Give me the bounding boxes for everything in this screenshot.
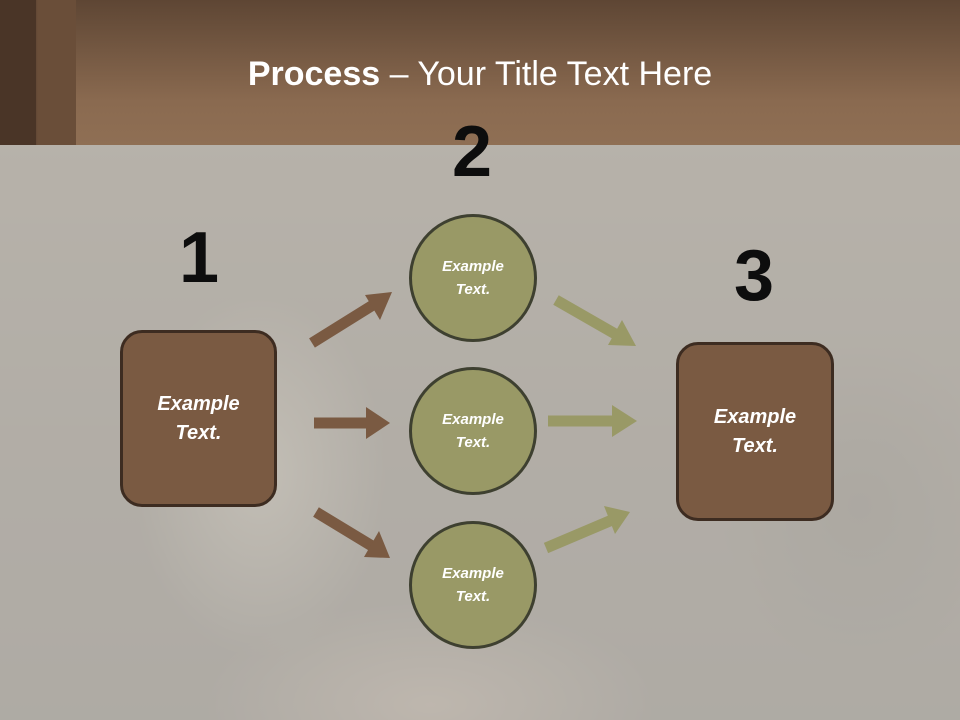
step-number-3: 3: [733, 236, 775, 316]
circle-middle-label: Example Text.: [442, 411, 504, 451]
circle-bottom-label: Example Text.: [442, 565, 504, 605]
circle-top: Example Text.: [409, 214, 537, 342]
arrow-to-bottom-circle: [313, 507, 390, 558]
arrow-to-top-circle: [309, 292, 392, 348]
title-rest: – Your Title Text Here: [380, 55, 713, 93]
title-bold: Process: [247, 55, 381, 93]
arrow-bottom-to-end: [543, 506, 630, 554]
arrow-to-middle-circle: [314, 407, 390, 439]
arrow-middle-to-end: [548, 405, 637, 437]
end-box: Example Text.: [676, 342, 834, 521]
circle-bottom: Example Text.: [409, 521, 537, 649]
step-number-1: 1: [178, 218, 220, 298]
end-box-label: Example Text.: [713, 405, 797, 457]
start-box: Example Text.: [120, 330, 277, 507]
circle-middle: Example Text.: [409, 367, 537, 495]
title-bar: Process – Your Title Text Here: [0, 0, 960, 145]
circle-top-label: Example Text.: [442, 258, 504, 298]
step-number-2: 2: [451, 112, 493, 192]
header-accent-strip: [0, 0, 76, 145]
start-box-label: Example Text.: [157, 392, 240, 444]
page-title: Process – Your Title Text Here: [0, 52, 960, 96]
arrow-top-to-end: [553, 295, 636, 346]
